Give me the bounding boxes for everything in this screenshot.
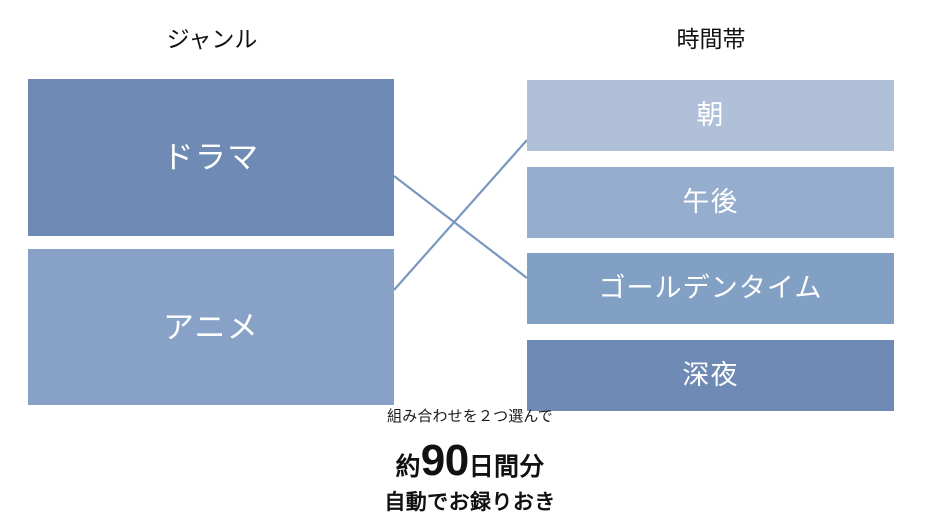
caption-headline-suffix: 日間分 (468, 452, 545, 481)
timeslot-node-afternoon[interactable]: 午後 (527, 167, 894, 238)
genre-node-anime[interactable]: アニメ (28, 249, 394, 405)
caption-headline-number: 90 (420, 435, 470, 485)
caption-sub-text: 自動でお録りおき (384, 490, 556, 514)
connector-anime-to-morning (393, 139, 528, 291)
timeslot-node-golden-time[interactable]: ゴールデンタイム (527, 253, 894, 324)
timeslot-node-morning[interactable]: 朝 (527, 80, 894, 151)
timeslot-node-midnight[interactable]: 深夜 (527, 340, 894, 411)
timeslot-node-afternoon-label: 午後 (682, 187, 739, 217)
caption-headline-prefix: 約 (395, 452, 421, 481)
column-heading-timeslot: 時間帯 (676, 26, 746, 52)
genre-node-drama-label: ドラマ (162, 140, 260, 175)
genre-node-drama[interactable]: ドラマ (28, 79, 394, 236)
timeslot-node-morning-label: 朝 (696, 100, 725, 130)
timeslot-node-golden-time-label: ゴールデンタイム (598, 273, 823, 303)
timeslot-node-midnight-label: 深夜 (682, 360, 739, 390)
column-heading-genre: ジャンル (166, 26, 258, 52)
genre-node-anime-label: アニメ (162, 309, 260, 345)
caption-lead-text: 組み合わせを２つ選んで (387, 408, 553, 425)
connector-drama-to-golden (393, 175, 528, 279)
